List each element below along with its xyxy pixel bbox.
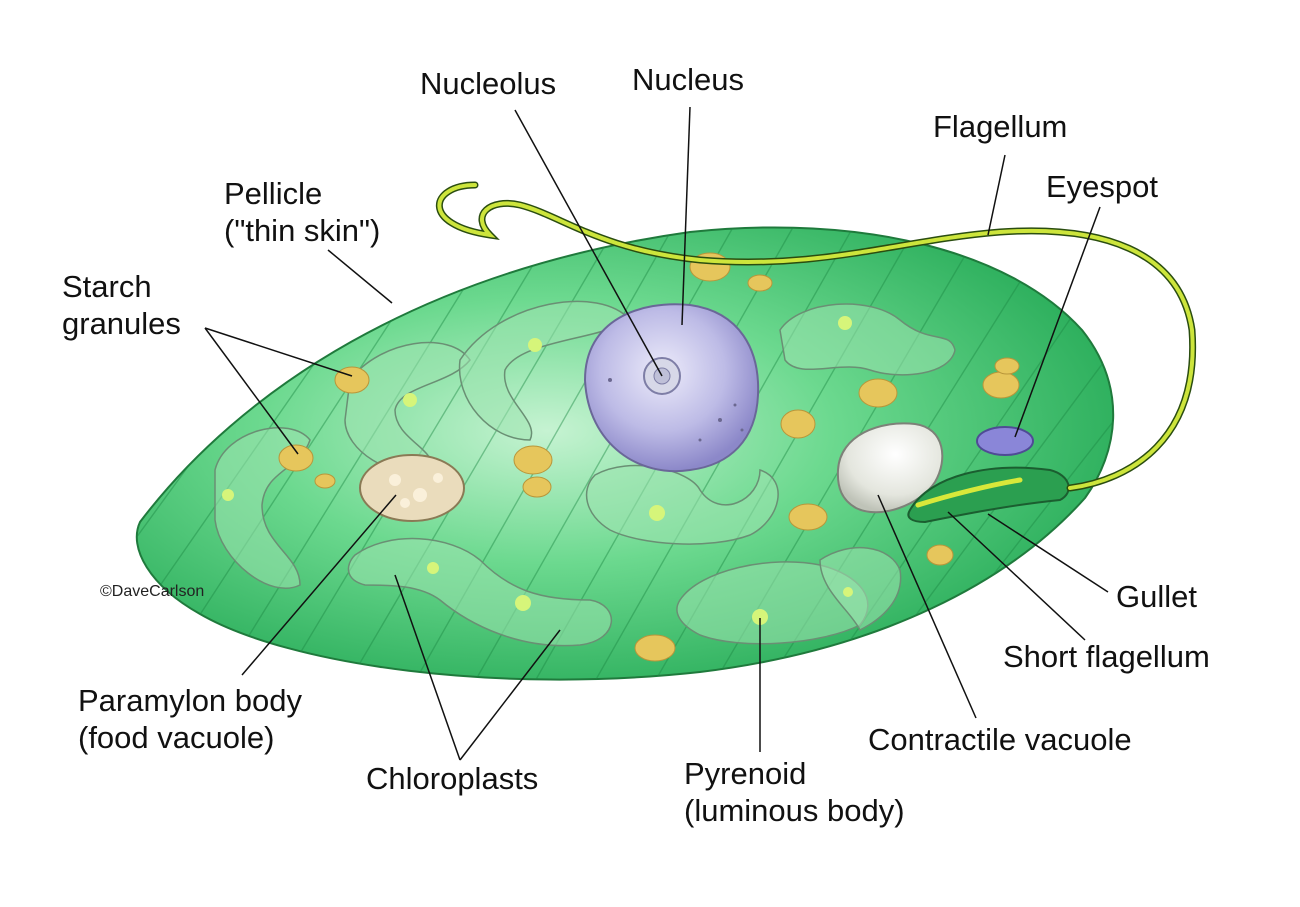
label-gullet: Gullet	[1116, 579, 1197, 614]
label-nucleus: Nucleus	[632, 62, 744, 97]
label-nucleolus: Nucleolus	[420, 66, 557, 101]
leader-nucleus	[681, 106, 691, 326]
label-pellicle-line1: Pellicle	[224, 176, 323, 211]
leader-lines	[204, 106, 1109, 761]
label-eyespot: Eyespot	[1046, 169, 1159, 204]
leader-chloroplast-1	[394, 574, 461, 761]
label-pellicle: Pellicle ("thin skin")	[224, 175, 380, 249]
leader-gullet	[987, 513, 1109, 593]
label-pyrenoid-line1: Pyrenoid	[684, 756, 807, 791]
leader-flagellum	[987, 154, 1006, 236]
leader-contractile-vacuole	[877, 494, 977, 719]
short-flagellum-shape	[915, 477, 1023, 508]
label-chloroplasts: Chloroplasts	[366, 761, 539, 796]
eyespot-shape	[976, 426, 1034, 456]
contractile-vacuole-shape	[836, 422, 944, 514]
label-pyrenoid-line2: (luminous body)	[684, 793, 905, 828]
leader-eyespot	[1014, 206, 1101, 438]
label-pellicle-line2: ("thin skin")	[224, 213, 381, 248]
starch-granules	[278, 252, 1020, 662]
copyright-credit: ©DaveCarlson	[100, 583, 205, 600]
label-paramylon-line2: (food vacuole)	[78, 720, 275, 755]
chloroplast-shapes	[214, 300, 956, 647]
leader-starch-2	[204, 327, 299, 455]
label-paramylon-body: Paramylon body (food vacuole)	[78, 682, 302, 756]
label-starch-line2: granules	[62, 306, 181, 341]
label-pyrenoid: Pyrenoid (luminous body)	[684, 755, 905, 829]
leader-nucleolus	[514, 109, 663, 377]
paramylon-body-shape	[359, 454, 465, 522]
label-starch-line1: Starch	[62, 269, 152, 304]
leader-chloroplast-2	[459, 629, 561, 761]
leader-pellicle	[327, 249, 393, 304]
leader-paramylon	[241, 494, 397, 676]
label-paramylon-line1: Paramylon body	[78, 683, 303, 718]
pyrenoid-dots	[222, 316, 853, 625]
label-contractile-vacuole: Contractile vacuole	[868, 722, 1132, 757]
leader-starch-1	[204, 327, 353, 377]
label-starch-granules: Starch granules	[62, 268, 181, 342]
label-short-flagellum: Short flagellum	[1003, 639, 1210, 674]
leader-short-flagellum	[947, 511, 1086, 641]
label-flagellum: Flagellum	[933, 109, 1068, 144]
gullet-shape	[907, 466, 1070, 524]
